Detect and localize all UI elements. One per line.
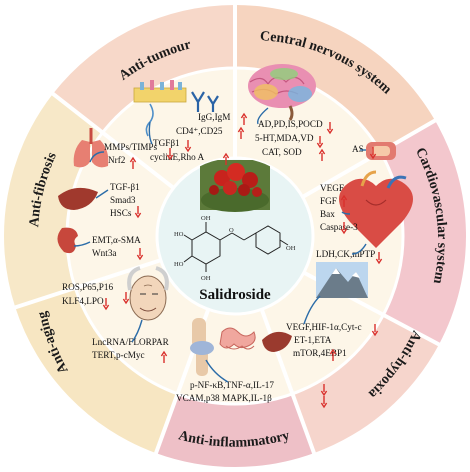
fibrosis-connector-kidney — [73, 241, 91, 247]
label-ho-left: HO — [174, 231, 184, 238]
down-arrow-icon — [371, 324, 379, 337]
salidroside-structure — [183, 222, 289, 272]
hypoxia-item-mtor: mTOR,4EBP1 — [293, 348, 347, 358]
fibrosis-connector-liver — [95, 189, 109, 199]
aging-item-tert: TERT,p-cMyc — [92, 350, 145, 360]
sector-anti-tumour-bg — [52, 5, 236, 133]
sector-divider — [259, 308, 317, 456]
cns-item-cat: CAT, SOD — [262, 147, 302, 157]
up-arrow-icon — [237, 126, 245, 139]
down-arrow-icon — [136, 248, 144, 261]
center-circle — [155, 156, 315, 316]
inflam-connector — [205, 359, 229, 383]
tumour-item-igg: IgG,IgM — [198, 112, 230, 122]
cns-connector — [257, 107, 269, 125]
fibrosis-item-wnt3a: Wnt3a — [92, 248, 117, 258]
intestine-icon — [219, 327, 256, 350]
cardio-item-caspase: Caspase-3 — [320, 222, 358, 232]
cardio-connector-mid — [341, 211, 351, 215]
knee-joint-icon — [190, 318, 214, 376]
heart-icon — [339, 170, 413, 248]
brain-icon — [248, 64, 316, 121]
down-arrow-icon — [134, 206, 142, 219]
down-arrow-icon — [340, 222, 348, 235]
fibrosis-item-emt: EMT,α-SMA — [92, 235, 141, 245]
outer-ring — [4, 5, 467, 467]
cardio-item-ldh: LDH,CK,mPTP — [316, 249, 375, 259]
label-ho-bottom: HO — [174, 261, 184, 268]
down-arrow-icon — [326, 122, 334, 135]
down-arrow-icon — [375, 252, 383, 265]
fibrosis-item-nrf2: Nrf2 — [108, 155, 126, 165]
liver-fibrosis-icon — [58, 187, 98, 210]
up-arrow-icon — [240, 112, 248, 125]
label-oh-top: OH — [201, 215, 211, 222]
label-oh-right: OH — [286, 245, 296, 252]
up-arrow-icon — [129, 156, 137, 169]
title-inflammatory: Anti-inflammatory — [177, 428, 291, 450]
inflam-item-vcam: VCAM,p38 MAPK,IL-1β — [176, 393, 272, 403]
down-arrow-icon — [369, 147, 377, 160]
antibody-icon — [191, 91, 219, 112]
down-arrow-icon — [122, 292, 130, 305]
inflam-item-nfkb: p-NF-κB,TNF-α,IL-17 — [190, 380, 274, 390]
hypoxia-item-vegf: VEGF,HIF-1α,Cyt-c — [286, 322, 362, 332]
fibrosis-item-smad3: Smad3 — [110, 195, 136, 205]
down-arrow-icon — [102, 298, 110, 311]
label-o: O — [229, 227, 234, 234]
tumour-item-cd4: CD4⁺,CD25 — [176, 126, 223, 136]
aging-item-klf4: KLF4,LPO — [62, 296, 104, 306]
fibrosis-item-mmps: MMPs/TIMPs — [104, 142, 158, 152]
sector-divider — [50, 90, 175, 190]
up-arrow-icon — [318, 148, 326, 161]
center-title: Salidroside — [199, 287, 271, 303]
cardio-item-fgf: FGF — [320, 196, 337, 206]
aging-item-ros: ROS,P65,P16 — [62, 282, 113, 292]
label-oh-bottom: OH — [201, 275, 211, 282]
lungs-icon — [73, 128, 109, 168]
liver-icon — [262, 331, 292, 352]
up-arrow-icon — [222, 152, 230, 165]
artery-icon — [366, 142, 396, 160]
cns-item-ad: AD,PD,IS,POCD — [258, 119, 323, 129]
down-arrow-icon — [184, 140, 192, 153]
structure-labels: OH HO HO OH O OH — [174, 215, 296, 282]
down-arrow-icon — [316, 136, 324, 149]
cardio-item-bax: Bax — [320, 209, 335, 219]
down-arrow-icon — [320, 384, 328, 397]
cardio-item-vegf: VEGF — [320, 183, 344, 193]
up-arrow-icon — [160, 350, 168, 363]
kidney-icon — [57, 227, 78, 254]
fibrosis-connector-lung — [89, 151, 105, 163]
sector-inflammatory-bg — [155, 393, 315, 467]
sector-aging-bg — [15, 287, 178, 454]
cardio-item-as: AS — [352, 144, 364, 154]
cardio-connector-bottom — [351, 243, 367, 255]
up-arrow-icon — [329, 348, 337, 361]
elderly-face-icon — [127, 266, 169, 321]
aging-item-lncrna: LncRNA/FLORPAR — [92, 337, 170, 347]
regulation-arrows — [102, 112, 383, 409]
fibrosis-item-hscs: HSCs — [110, 208, 132, 218]
hypoxia-item-et1: ET-1,ETA — [294, 335, 332, 345]
tumour-connector — [148, 121, 153, 145]
cns-item-5ht: 5-HT,MDA,VD — [255, 133, 314, 143]
hypoxia-connector — [303, 295, 321, 325]
aging-connector — [131, 319, 143, 343]
up-arrow-icon — [340, 194, 348, 207]
fibrosis-item-tgf: TGF-β1 — [110, 182, 140, 192]
mountain-icon — [316, 262, 368, 298]
down-arrow-icon — [320, 396, 328, 409]
tumour-item-tgfb1: TGFβ1 — [153, 138, 180, 148]
down-arrow-icon — [166, 148, 174, 161]
tumour-item-cyclin: cyclinE,Rho A — [150, 152, 204, 162]
sector-hypoxia-bg — [292, 314, 439, 454]
connector-lines — [73, 107, 367, 383]
rhodiola-flower-image — [200, 160, 270, 212]
sector-cns-bg — [235, 5, 436, 152]
